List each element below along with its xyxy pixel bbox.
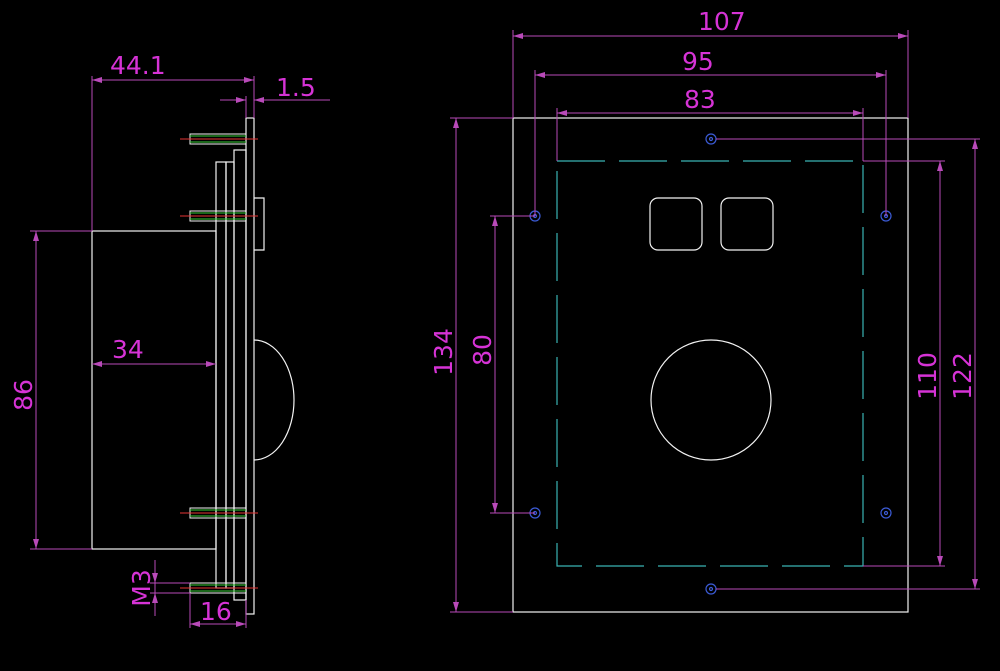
dim-body-height: 86 bbox=[9, 230, 92, 550]
dim-screw-length-label: 16 bbox=[200, 597, 232, 626]
side-pcb bbox=[233, 149, 247, 601]
front-hole-top bbox=[705, 133, 717, 145]
dim-outer-hole-spacing-y-label: 122 bbox=[948, 352, 977, 400]
dim-panel-width-label: 107 bbox=[698, 7, 746, 36]
dim-body-height-label: 86 bbox=[9, 379, 38, 411]
dim-hole-spacing-x: 95 bbox=[534, 47, 887, 216]
dim-screw-length: 16 bbox=[189, 593, 247, 628]
dim-body-depth-label: 34 bbox=[112, 335, 144, 364]
front-hole-bottom bbox=[705, 583, 717, 595]
front-panel-outline bbox=[512, 117, 909, 613]
front-hole-lower-right bbox=[880, 507, 892, 519]
dim-screw-size: M3 bbox=[127, 560, 190, 616]
front-cutout-hidden bbox=[556, 160, 864, 567]
dim-cutout-width-label: 83 bbox=[684, 85, 716, 114]
side-button-profile bbox=[254, 197, 265, 251]
side-screw-3 bbox=[180, 507, 258, 519]
front-right-button bbox=[720, 197, 774, 251]
dim-panel-height-label: 134 bbox=[429, 328, 458, 376]
side-screw-2 bbox=[180, 210, 258, 222]
front-view: 107 95 83 134 bbox=[429, 7, 980, 613]
dim-cutout-height-label: 110 bbox=[913, 352, 942, 400]
dim-cutout-width: 83 bbox=[556, 85, 864, 161]
side-trackball-dome bbox=[253, 339, 295, 461]
side-body-outline bbox=[91, 230, 217, 550]
side-view: 44.1 1.5 86 34 bbox=[9, 51, 330, 628]
dim-hole-spacing-y: 80 bbox=[468, 215, 535, 514]
side-plate-outer bbox=[215, 161, 227, 589]
dim-outer-hole-spacing-y: 122 bbox=[716, 138, 980, 590]
dim-panel-thickness-label: 1.5 bbox=[276, 73, 316, 102]
side-front-panel bbox=[245, 117, 255, 615]
side-plate-inner bbox=[225, 161, 235, 589]
dim-hole-spacing-y-label: 80 bbox=[468, 334, 497, 366]
side-screw-4 bbox=[180, 582, 258, 594]
dim-overall-depth: 44.1 bbox=[91, 51, 255, 231]
dim-panel-width: 107 bbox=[512, 7, 909, 118]
dim-body-depth: 34 bbox=[92, 335, 216, 367]
dim-hole-spacing-x-label: 95 bbox=[682, 47, 714, 76]
front-trackball bbox=[650, 339, 772, 461]
dim-cutout-height: 110 bbox=[863, 160, 945, 567]
dim-panel-height: 134 bbox=[429, 117, 513, 613]
front-left-button bbox=[649, 197, 703, 251]
side-screw-1 bbox=[180, 133, 258, 145]
dim-panel-thickness: 1.5 bbox=[220, 73, 330, 118]
dim-overall-depth-label: 44.1 bbox=[110, 51, 166, 80]
dim-screw-size-label: M3 bbox=[127, 569, 156, 606]
